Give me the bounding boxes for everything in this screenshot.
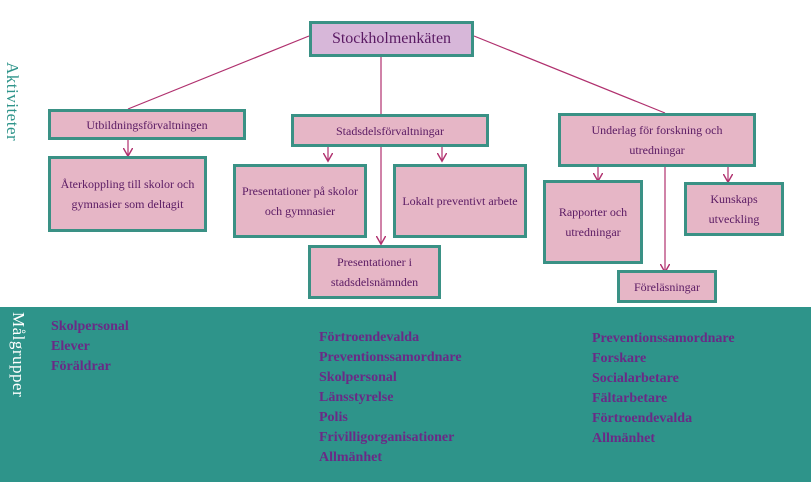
- box-forelasningar: Föreläsningar: [617, 270, 717, 303]
- target-list-col3: Preventionssamordnare Forskare Socialarb…: [592, 329, 735, 449]
- box-lokalt-preventivt: Lokalt preventivt arbete: [393, 164, 527, 238]
- target-item: Förtroendevalda: [319, 330, 420, 345]
- target-list-col2: Förtroendevalda Preventionssamordnare Sk…: [319, 328, 462, 468]
- box-kunskaps: Kunskaps utveckling: [684, 182, 784, 236]
- line-top-utbildning: [127, 35, 310, 110]
- target-item: Forskare: [592, 351, 647, 366]
- box-rapporter: Rapporter och utredningar: [543, 180, 643, 264]
- box-aterkoppling: Återkoppling till skolor och gymnasier s…: [48, 156, 207, 232]
- target-item: Preventionssamordnare: [592, 331, 735, 346]
- label-aktiviteter: Aktiviteter: [3, 62, 22, 142]
- target-item: Fältarbetare: [592, 391, 668, 406]
- target-groups-band: [0, 307, 811, 482]
- line-top-underlag: [473, 35, 666, 114]
- target-item: Allmänhet: [319, 450, 382, 465]
- target-item: Preventionssamordnare: [319, 350, 462, 365]
- target-item: Socialarbetare: [592, 371, 679, 386]
- target-item: Skolpersonal: [319, 370, 397, 385]
- label-malgrupper: Målgrupper: [9, 312, 28, 398]
- target-item: Frivilligorganisationer: [319, 430, 455, 445]
- target-item: Polis: [319, 410, 348, 425]
- target-item: Föräldrar: [51, 359, 111, 374]
- box-stockholmenkaten: Stockholmenkäten: [309, 21, 474, 57]
- box-presentationer-skolor: Presentationer på skolor och gymnasier: [233, 164, 367, 238]
- box-utbildningsforvaltningen: Utbildningsförvaltningen: [48, 109, 246, 140]
- target-list-col1: Skolpersonal Elever Föräldrar: [51, 317, 129, 377]
- box-stadsdelsforvaltningar: Stadsdelsförvaltningar: [291, 114, 489, 147]
- box-underlag: Underlag för forskning och utredningar: [558, 113, 756, 167]
- box-presentationer-sdn: Presentationer i stadsdelsnämnden: [308, 245, 441, 299]
- target-item: Allmänhet: [592, 431, 655, 446]
- target-item: Elever: [51, 339, 90, 354]
- target-item: Förtroendevalda: [592, 411, 693, 426]
- target-item: Länsstyrelse: [319, 390, 394, 405]
- target-item: Skolpersonal: [51, 319, 129, 334]
